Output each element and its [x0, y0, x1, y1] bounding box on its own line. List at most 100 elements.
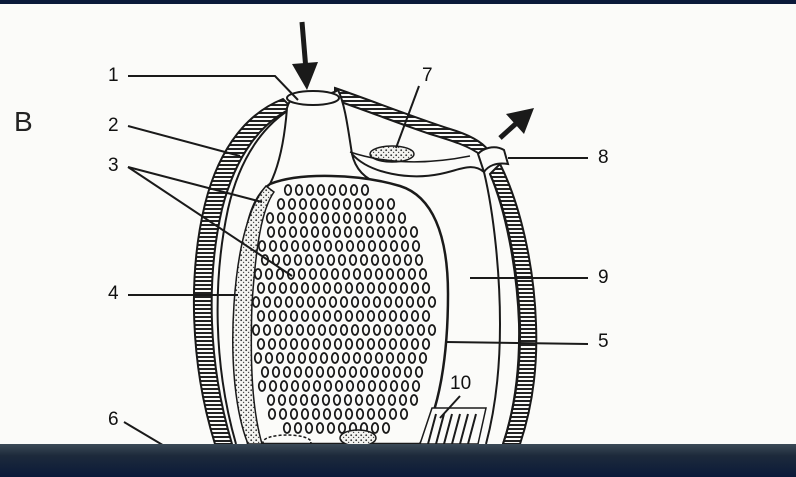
- label-3: 3: [108, 156, 119, 175]
- label-7: 7: [422, 66, 433, 85]
- gill-slit: [301, 395, 307, 405]
- gill-slit: [302, 339, 308, 349]
- gill-slit: [280, 409, 286, 419]
- gill-slit: [347, 381, 353, 391]
- gill-slit: [355, 199, 361, 209]
- gill-slit: [377, 213, 383, 223]
- gill-slit: [297, 297, 303, 307]
- gill-slit: [262, 367, 268, 377]
- gill-slit: [341, 297, 347, 307]
- gill-slit: [281, 241, 287, 251]
- gill-slit: [379, 339, 385, 349]
- gill-slit: [354, 353, 360, 363]
- gill-slit: [322, 213, 328, 223]
- gill-slit: [336, 241, 342, 251]
- gill-slit: [409, 269, 415, 279]
- leader-5: [446, 342, 588, 344]
- gill-slit: [295, 423, 301, 433]
- gill-slit: [347, 241, 353, 251]
- gill-slit: [388, 199, 394, 209]
- gill-slit: [318, 185, 324, 195]
- gill-slit: [354, 269, 360, 279]
- gill-slit: [258, 283, 264, 293]
- gill-slit: [269, 409, 275, 419]
- gill-slit: [302, 283, 308, 293]
- gill-slit: [279, 395, 285, 405]
- gill-slit: [285, 185, 291, 195]
- gill-slit: [264, 325, 270, 335]
- gill-slit: [399, 213, 405, 223]
- gill-slit: [350, 367, 356, 377]
- gill-slit: [365, 269, 371, 279]
- gill-slit: [377, 199, 383, 209]
- gill-slit: [367, 227, 373, 237]
- gill-slit: [391, 381, 397, 391]
- gill-slit: [324, 311, 330, 321]
- gill-slit: [363, 297, 369, 307]
- gill-slit: [284, 423, 290, 433]
- gill-slit: [280, 283, 286, 293]
- gill-slit: [253, 297, 259, 307]
- gill-slit: [346, 409, 352, 419]
- gill-slit: [319, 325, 325, 335]
- gill-slit: [368, 409, 374, 419]
- gill-slit: [346, 283, 352, 293]
- gill-slit: [401, 283, 407, 293]
- gill-slit: [383, 423, 389, 433]
- gill-slit: [411, 227, 417, 237]
- outer-wall-right: [335, 88, 488, 156]
- gill-slit: [328, 423, 334, 433]
- gill-slit: [264, 297, 270, 307]
- gill-slit: [352, 297, 358, 307]
- gill-slit: [307, 185, 313, 195]
- gill-slit: [311, 199, 317, 209]
- gill-slit: [275, 297, 281, 307]
- gill-slit: [284, 367, 290, 377]
- gill-slit: [333, 199, 339, 209]
- label-8: 8: [598, 148, 609, 167]
- gill-slit: [366, 199, 372, 209]
- gill-slit: [374, 325, 380, 335]
- gill-slit: [291, 339, 297, 349]
- gill-slit: [389, 227, 395, 237]
- gill-slit: [389, 395, 395, 405]
- gill-slit: [356, 227, 362, 237]
- label-5: 5: [598, 332, 609, 351]
- gill-slit: [339, 423, 345, 433]
- gill-slit: [357, 311, 363, 321]
- gill-slit: [409, 353, 415, 363]
- gill-slit: [295, 255, 301, 265]
- gill-slit: [411, 395, 417, 405]
- gill-slit: [334, 395, 340, 405]
- gill-slit: [401, 409, 407, 419]
- gill-slit: [289, 213, 295, 223]
- gill-slit: [355, 213, 361, 223]
- gill-slit: [420, 269, 426, 279]
- gill-slit: [258, 339, 264, 349]
- gill-slit: [306, 367, 312, 377]
- gill-slit: [343, 353, 349, 363]
- gill-slit: [344, 199, 350, 209]
- gill-slit: [259, 381, 265, 391]
- gill-slit: [270, 381, 276, 391]
- gill-slit: [280, 311, 286, 321]
- gill-slit: [286, 297, 292, 307]
- gill-slit: [275, 325, 281, 335]
- gill-slit: [376, 353, 382, 363]
- gill-slit: [321, 269, 327, 279]
- gill-slit: [335, 283, 341, 293]
- gill-slit: [368, 283, 374, 293]
- gill-slit: [333, 213, 339, 223]
- gill-slit: [328, 255, 334, 265]
- gill-slit: [303, 381, 309, 391]
- gill-slit: [310, 353, 316, 363]
- gill-slit: [379, 409, 385, 419]
- gill-slit: [372, 367, 378, 377]
- gill-slit: [420, 353, 426, 363]
- gill-slit: [313, 283, 319, 293]
- label-1: 1: [108, 66, 119, 85]
- gill-slit: [361, 367, 367, 377]
- gill-slit: [269, 339, 275, 349]
- gill-slit: [335, 311, 341, 321]
- gill-slit: [346, 311, 352, 321]
